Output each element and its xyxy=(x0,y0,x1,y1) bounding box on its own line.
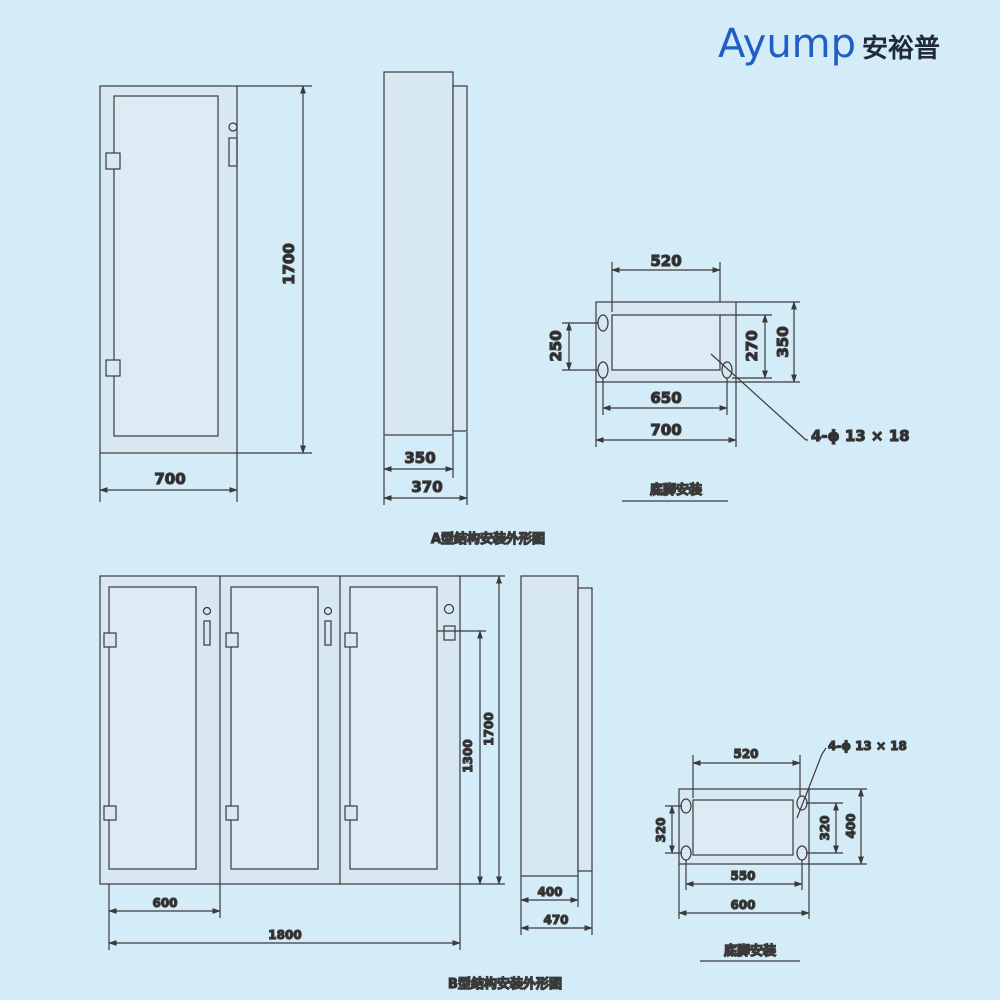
hinge-icon xyxy=(105,359,121,377)
type-b-base-outer-height: 400 xyxy=(844,813,858,838)
type-b-front-view xyxy=(99,575,461,885)
hinge-icon xyxy=(225,805,239,821)
type-a-width-label: 700 xyxy=(154,470,185,488)
type-b-depth-inner-label: 400 xyxy=(537,885,562,899)
type-b-inner-height-label: 1300 xyxy=(461,739,475,772)
brand-logo: Ayump 安裕普 xyxy=(718,18,940,70)
type-a-base-inner-height: 270 xyxy=(743,330,761,361)
type-a-side-view xyxy=(383,71,468,436)
type-b-base-dimensions xyxy=(665,755,867,962)
type-b-base-plan xyxy=(678,747,827,865)
hinge-icon xyxy=(344,805,358,821)
type-a-base-caption: 底脚安装 xyxy=(650,482,702,498)
type-b-height-label: 1700 xyxy=(482,712,496,745)
hinge-icon xyxy=(103,632,117,648)
lock-icon xyxy=(228,122,238,132)
lock-icon xyxy=(202,606,212,616)
hinge-icon xyxy=(344,632,358,648)
hinge-icon xyxy=(103,805,117,821)
type-a-base-plan xyxy=(595,301,808,441)
lock-icon xyxy=(323,606,333,616)
type-a-base-outer-height: 350 xyxy=(774,326,792,357)
type-a-front-dimensions xyxy=(99,85,312,502)
type-b-base-top-width: 520 xyxy=(733,747,758,761)
door-handle-icon xyxy=(324,620,332,646)
type-a-caption: A型结构安装外形图 xyxy=(431,531,545,547)
type-b-hole-note: 4-ϕ 13 × 18 xyxy=(828,739,907,753)
brand-latin: Ayump xyxy=(718,21,857,67)
type-b-base-caption: 底脚安装 xyxy=(724,943,776,959)
type-b-side-view xyxy=(520,575,593,877)
type-a-base-dimensions xyxy=(562,262,800,502)
door-handle-icon xyxy=(228,137,238,167)
brand-cjk: 安裕普 xyxy=(862,33,941,64)
type-b-front-dimensions xyxy=(108,575,505,950)
type-b-side-dimensions xyxy=(520,871,593,935)
indicator-lamp-icon xyxy=(443,603,455,615)
type-a-base-inner-width: 650 xyxy=(650,389,681,407)
type-b-base-inner-width: 550 xyxy=(730,869,755,883)
type-a-base-top-width: 520 xyxy=(650,252,681,270)
door-handle-icon xyxy=(203,620,211,646)
type-b-caption: B型结构安装外形图 xyxy=(448,976,562,992)
type-a-height-label: 1700 xyxy=(280,243,298,285)
type-b-unit-width-label: 600 xyxy=(152,896,177,910)
type-b-total-width-label: 1800 xyxy=(268,928,301,942)
type-a-base-left-height: 250 xyxy=(547,330,565,361)
type-a-depth-outer-label: 370 xyxy=(411,478,442,496)
type-b-base-inner-height: 320 xyxy=(818,815,832,840)
type-a-depth-inner-label: 350 xyxy=(404,449,435,467)
type-b-depth-outer-label: 470 xyxy=(543,913,568,927)
type-a-front-view xyxy=(99,85,238,454)
type-a-side-dimensions xyxy=(383,432,468,505)
type-b-base-left-height: 320 xyxy=(654,817,668,842)
hinge-icon xyxy=(225,632,239,648)
hinge-icon xyxy=(105,152,121,170)
type-b-base-outer-width: 600 xyxy=(730,898,755,912)
switch-icon xyxy=(443,625,456,641)
type-a-base-outer-width: 700 xyxy=(650,421,681,439)
type-a-hole-note: 4-ϕ 13 × 18 xyxy=(811,427,910,445)
